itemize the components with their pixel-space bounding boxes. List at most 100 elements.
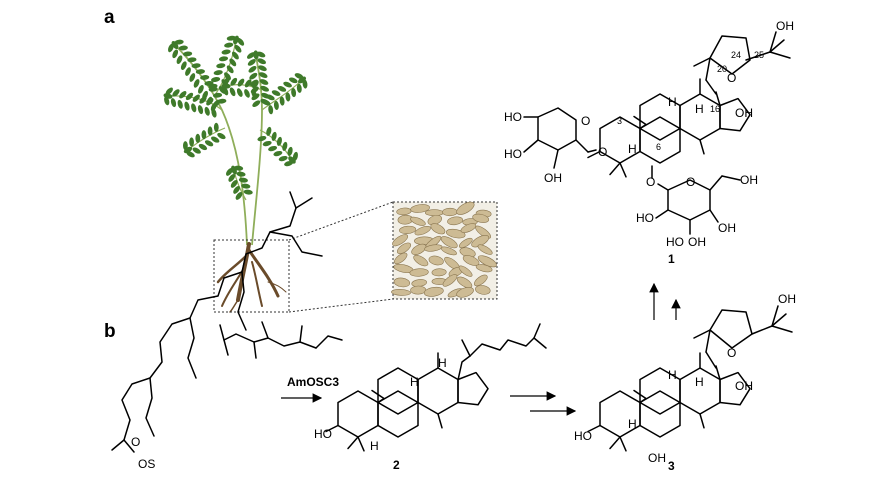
- leaflet: [251, 89, 258, 99]
- leaflet: [260, 98, 270, 105]
- c1-carbon-16: 16: [710, 104, 720, 114]
- c2-h-c17: H: [438, 356, 447, 370]
- c1-oh-c25: OH: [776, 19, 794, 33]
- leaflet: [199, 96, 207, 104]
- leaflet: [180, 61, 187, 71]
- c3-h-c5: H: [628, 417, 637, 431]
- c3-ho-c3: HO: [574, 429, 592, 443]
- c1-o-xylose-ring: O: [581, 114, 590, 128]
- root-slice: [428, 255, 444, 266]
- root-slice: [456, 201, 475, 215]
- leaflet: [206, 98, 214, 106]
- compound-3-structure: OH O OH H H H HO OH 3: [574, 292, 796, 473]
- leaflet: [218, 56, 229, 62]
- leaflet: [192, 94, 200, 102]
- leaflet: [217, 132, 226, 140]
- c1-o-c6: O: [646, 175, 655, 189]
- leaflet: [177, 99, 183, 109]
- c2-ho: HO: [314, 427, 332, 441]
- leaflet: [229, 58, 237, 67]
- compound-1-number: 1: [668, 252, 675, 266]
- leaflet: [189, 137, 195, 147]
- leaflet: [186, 151, 195, 158]
- leaflet: [184, 101, 190, 111]
- oxidosqualene-chain: [219, 321, 343, 359]
- os-epoxide-o: O: [131, 435, 140, 449]
- root-slice: [391, 289, 411, 296]
- root-slice: [392, 234, 409, 247]
- root-slice: [399, 225, 417, 234]
- leaflet: [197, 105, 204, 115]
- plant-stem-right: [251, 54, 263, 246]
- root-slice: [394, 252, 408, 265]
- leaflet: [226, 65, 234, 74]
- leaflet: [287, 146, 293, 156]
- leaflet: [178, 45, 188, 51]
- leaflet: [222, 86, 229, 96]
- leaflet: [271, 131, 277, 141]
- leaflet: [189, 73, 196, 82]
- leaflet: [207, 126, 213, 136]
- root-slice: [440, 246, 457, 256]
- leaflet: [212, 92, 223, 98]
- leaflet: [257, 58, 267, 65]
- c3-h-c8: H: [668, 368, 677, 382]
- leaflet: [231, 165, 237, 175]
- leaflet: [191, 103, 197, 113]
- leaflet: [230, 77, 238, 86]
- leaflet: [204, 140, 214, 147]
- root-slice: [410, 216, 426, 226]
- root-slice: [477, 244, 493, 255]
- plant-root: [216, 242, 287, 313]
- leaflet: [258, 65, 267, 72]
- root-slice: [473, 274, 488, 287]
- c3-o-thf: O: [727, 346, 736, 360]
- root-slice: [413, 254, 429, 267]
- leaflet: [204, 106, 210, 116]
- root-slice: [396, 242, 412, 255]
- c1-ho-glucose-bottom-left: HO: [666, 235, 684, 249]
- leaflet: [256, 51, 266, 58]
- leaflet: [163, 93, 173, 99]
- zoom-line-bottom: [288, 298, 394, 313]
- panel-label-b: b: [104, 321, 116, 342]
- leaflet: [247, 52, 255, 59]
- leaflet: [193, 79, 200, 88]
- panel-label-a: a: [104, 7, 115, 28]
- leaflet: [185, 67, 191, 76]
- leaflet: [268, 105, 274, 115]
- os-label: OS: [138, 457, 155, 471]
- leaflet: [273, 150, 283, 157]
- c3-h-c17: H: [695, 375, 704, 389]
- leaflet: [259, 79, 269, 85]
- leaflet: [279, 96, 285, 106]
- c3-oh-c16: OH: [735, 379, 753, 393]
- root-slice: [411, 243, 427, 256]
- leaflet: [221, 83, 231, 89]
- root-slice: [414, 226, 431, 236]
- leaflet: [183, 51, 193, 57]
- leaflet: [291, 88, 297, 98]
- root-slice: [410, 204, 430, 213]
- c1-oh-glucose-bottom: OH: [688, 235, 706, 249]
- plant-illustration: [163, 35, 308, 313]
- leaflet: [252, 100, 261, 108]
- leaflet: [244, 79, 252, 88]
- leaflet: [285, 92, 291, 102]
- leaflet: [237, 37, 245, 46]
- leaflet: [185, 92, 194, 101]
- leaflet: [172, 49, 179, 59]
- root-slice: [409, 268, 429, 277]
- c3-oh-c25: OH: [778, 292, 796, 306]
- root-slice: [440, 236, 458, 249]
- leaflet: [223, 77, 230, 85]
- leaflet: [168, 43, 174, 53]
- c1-carbon-20: 20: [717, 64, 727, 74]
- root-slice: [456, 276, 473, 289]
- c1-oh-c16: OH: [735, 106, 753, 120]
- leaflet: [211, 77, 221, 82]
- compound-1-structure: HO HO OH O O O O OH HO HO OH OH OH O OH …: [504, 19, 794, 266]
- c1-oh-xylose-bottom: OH: [544, 171, 562, 185]
- leaflet: [212, 99, 221, 108]
- leaflet: [266, 126, 272, 136]
